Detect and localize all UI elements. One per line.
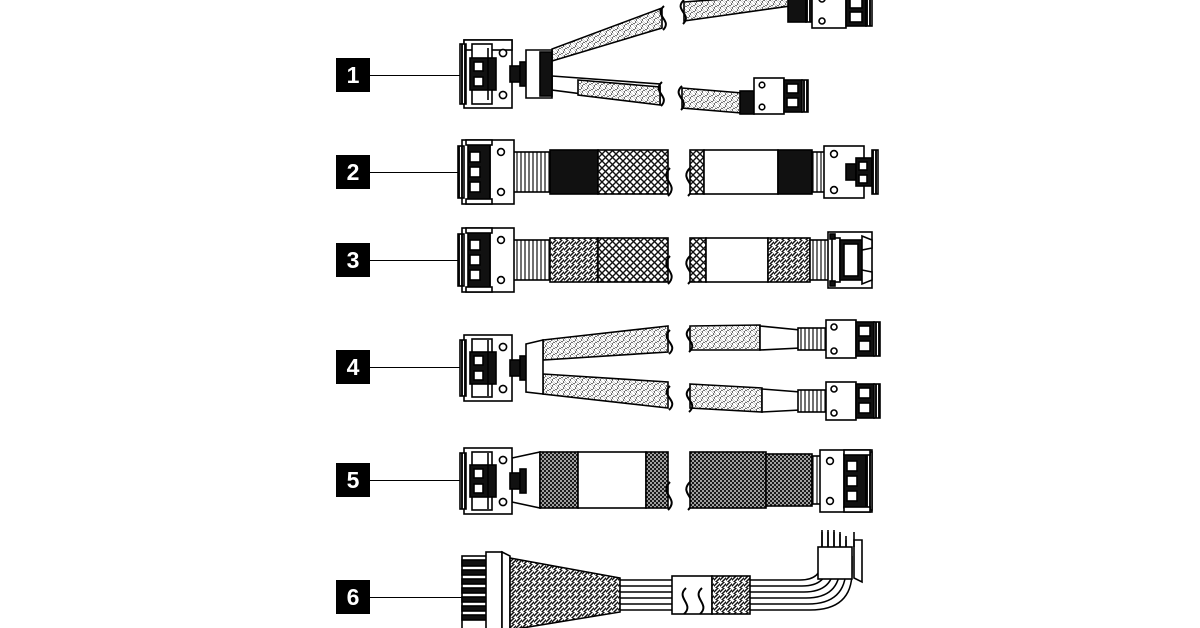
cable-5-right-connector xyxy=(819,449,873,513)
callout-2: 2 xyxy=(336,155,370,189)
cable-4-group xyxy=(459,319,881,421)
leader-line-1 xyxy=(370,75,468,76)
cable-1-group xyxy=(459,0,873,115)
cable-4-right-connector-upper xyxy=(825,319,881,359)
cable-6-strain-relief xyxy=(509,557,621,628)
cable-3-left-connector xyxy=(457,227,515,293)
cable-4-upper-branch xyxy=(542,324,829,361)
leader-line-5 xyxy=(370,480,465,481)
cable-2-right-connector xyxy=(823,145,879,199)
leader-line-3 xyxy=(370,260,465,261)
cable-4-right-connector-lower xyxy=(825,381,881,421)
callout-6: 6 xyxy=(336,580,370,614)
cable-1-left-connector xyxy=(459,39,553,109)
cable-4-lower-branch xyxy=(542,373,829,413)
cable-6-left-connector xyxy=(461,550,511,628)
cable-2-left-connector xyxy=(457,139,515,205)
callout-1: 1 xyxy=(336,58,370,92)
cable-1-lower-branch xyxy=(551,75,755,115)
cable-1-upper-branch xyxy=(551,0,813,63)
leader-line-6 xyxy=(370,597,465,598)
cable-4-left-connector xyxy=(459,334,544,402)
cable-6-group xyxy=(461,530,863,628)
callout-4: 4 xyxy=(336,350,370,384)
cable-5-left-connector xyxy=(459,447,527,515)
leader-line-2 xyxy=(370,172,465,173)
callout-3: 3 xyxy=(336,243,370,277)
cable-6-wire-bundle xyxy=(620,579,672,611)
leader-line-4 xyxy=(370,367,468,368)
cable-3-group xyxy=(457,227,873,293)
cable-6-right-connector xyxy=(817,530,863,584)
cable-2-group xyxy=(457,139,879,205)
cable-3-right-connector xyxy=(827,231,873,289)
cable-1-right-connector-upper xyxy=(811,0,873,29)
callout-5: 5 xyxy=(336,463,370,497)
cable-5-group xyxy=(459,447,873,515)
cable-1-right-connector-lower xyxy=(753,77,809,115)
